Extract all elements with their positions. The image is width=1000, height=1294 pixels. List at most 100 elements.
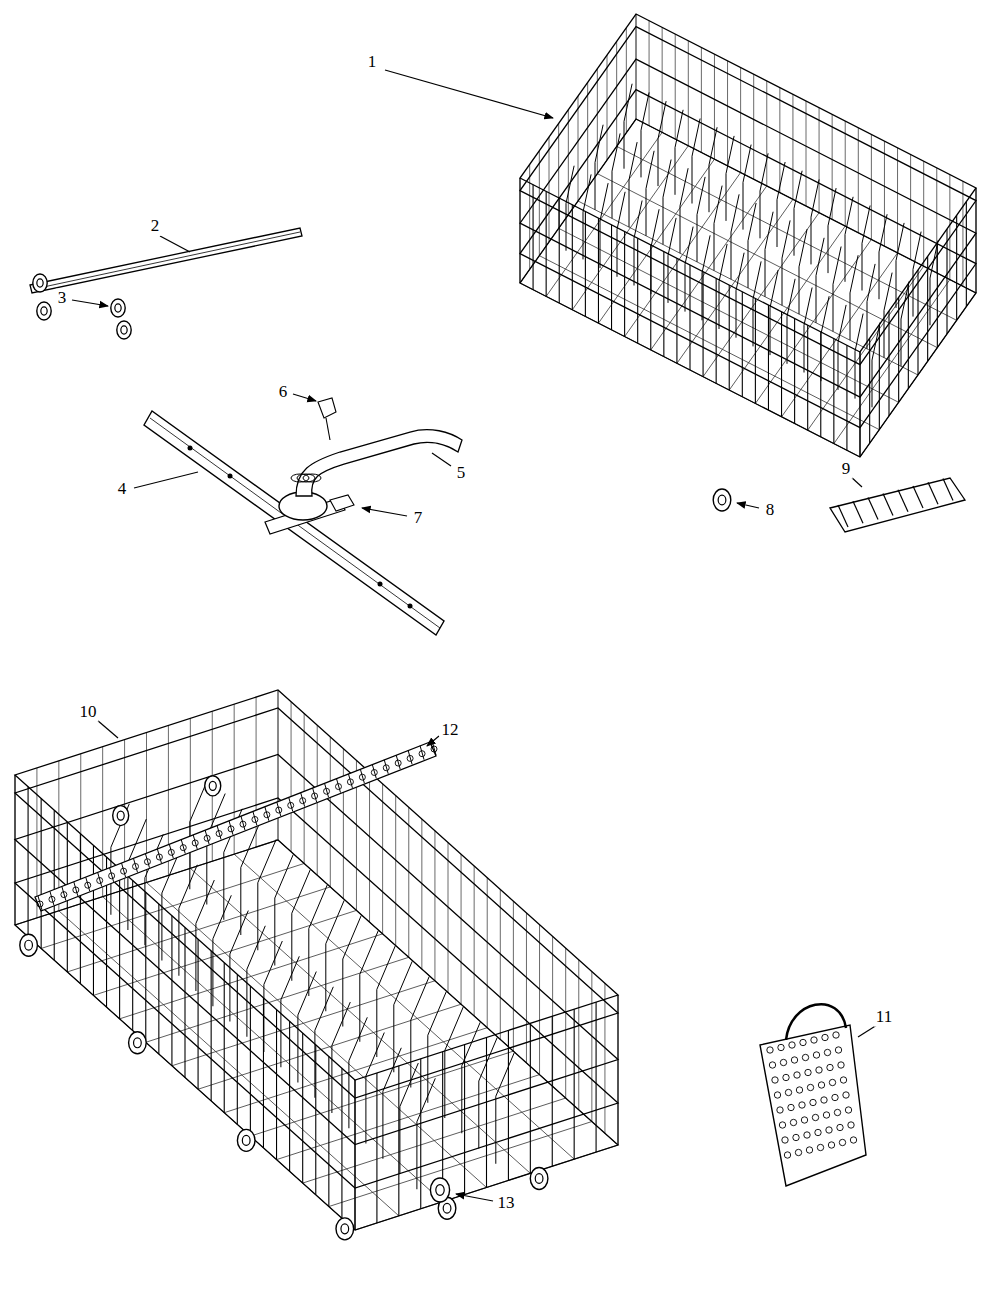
wire: [193, 835, 197, 849]
wire: [354, 1080, 355, 1230]
basket-slot: [810, 1099, 816, 1105]
basket-slot: [835, 1047, 841, 1053]
wire: [962, 181, 963, 286]
wire: [34, 232, 300, 289]
wire: [213, 895, 231, 1006]
wire: [838, 305, 846, 390]
wire: [777, 162, 785, 247]
shelf-tine: [144, 859, 150, 865]
wire: [315, 987, 333, 1098]
wire: [913, 486, 923, 508]
wire: [289, 797, 293, 811]
wheel: [111, 299, 125, 317]
shelf-tine: [431, 746, 437, 752]
part-outline: [35, 742, 436, 911]
basket-slot: [778, 1044, 784, 1050]
wire: [145, 854, 149, 868]
wire: [794, 171, 802, 256]
spray-hole: [408, 604, 413, 609]
wire: [883, 494, 893, 516]
wheel-hub: [443, 1203, 451, 1213]
basket-slot: [850, 1137, 856, 1143]
wire: [332, 1002, 350, 1113]
wire: [486, 1038, 487, 1188]
wire: [811, 179, 819, 264]
wire: [816, 238, 824, 323]
wire: [792, 94, 793, 199]
wire: [709, 127, 717, 212]
wire: [421, 819, 422, 969]
wire: [198, 939, 199, 1089]
wire: [868, 497, 878, 519]
wire: [181, 840, 185, 854]
wire: [552, 1016, 553, 1166]
wire: [559, 198, 560, 303]
wire: [794, 319, 795, 424]
wire: [753, 261, 761, 346]
basket-slot: [811, 1037, 817, 1043]
wire: [726, 136, 734, 221]
wire: [434, 831, 435, 981]
wheel-hub: [209, 781, 216, 790]
wire: [781, 312, 782, 417]
wire: [663, 252, 664, 357]
wire: [689, 265, 690, 370]
wire: [701, 47, 702, 152]
wire: [291, 702, 292, 852]
wire: [264, 941, 282, 1052]
wire: [853, 501, 863, 523]
basket-slot: [780, 1059, 786, 1065]
callout-number: 2: [149, 217, 162, 236]
wire: [343, 916, 361, 1027]
wire: [464, 1045, 465, 1195]
hose-ring: [303, 474, 321, 482]
wire: [703, 272, 704, 377]
basket-slot: [805, 1069, 811, 1075]
basket-slot: [774, 1092, 780, 1098]
wire: [600, 183, 608, 268]
wire: [432, 741, 436, 755]
wire: [879, 214, 887, 299]
leader-line: [362, 508, 407, 516]
wire: [956, 215, 957, 320]
wire: [820, 332, 821, 437]
wire: [651, 209, 659, 294]
wire: [923, 161, 924, 266]
wire: [629, 142, 637, 227]
wire: [520, 27, 976, 365]
part-outline: [760, 1025, 866, 1186]
part-outline: [30, 228, 302, 293]
spray-hole: [378, 582, 383, 587]
callout-number: 4: [116, 480, 129, 499]
wire: [420, 1059, 421, 1209]
wire: [898, 490, 908, 512]
wire: [740, 68, 741, 173]
wire: [520, 14, 976, 352]
callout-number: 3: [56, 289, 69, 308]
basket-slot: [785, 1089, 791, 1095]
basket-slot: [813, 1052, 819, 1058]
basket-slot: [834, 1109, 840, 1115]
wire: [617, 146, 957, 320]
part-outline: [296, 430, 462, 496]
wheel: [33, 274, 47, 292]
shelf-tine: [240, 821, 246, 827]
wire: [650, 245, 651, 350]
wire: [354, 1080, 355, 1230]
wire: [253, 811, 257, 825]
wire: [157, 849, 161, 863]
wire: [169, 844, 173, 858]
wheel: [430, 1178, 449, 1202]
callout-number: 7: [412, 509, 425, 528]
wheel-hub: [37, 279, 43, 287]
basket-slot: [821, 1097, 827, 1103]
wire: [400, 1063, 418, 1174]
wire: [313, 788, 317, 802]
wire: [766, 81, 767, 186]
wire: [265, 807, 269, 821]
shelf-tine: [180, 845, 186, 851]
wire: [207, 794, 225, 905]
wire: [604, 983, 605, 1133]
wire: [241, 816, 245, 830]
callout-number: 8: [764, 501, 777, 520]
